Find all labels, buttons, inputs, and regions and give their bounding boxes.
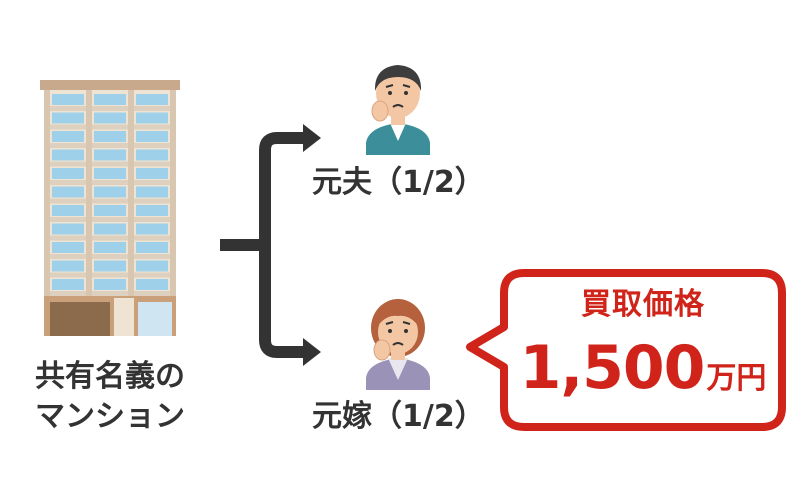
building-label-line1: 共有名義の <box>35 359 185 394</box>
branch-arrow-icon <box>220 124 321 366</box>
owner-label-wife: 元嫁（1/2） <box>312 399 485 434</box>
building-icon <box>40 80 180 336</box>
purchase-price-title: 買取価格 <box>581 287 705 322</box>
building-label-line2: マンション <box>35 399 185 434</box>
speech-bubble <box>466 269 786 431</box>
price-unit: 万円 <box>706 361 767 396</box>
owner-label-husband: 元夫（1/2） <box>312 165 485 200</box>
price-number: 1,500 <box>519 333 706 403</box>
purchase-price-value: 1,500万円 <box>504 338 782 398</box>
man-icon <box>366 65 430 155</box>
woman-icon <box>366 299 430 390</box>
